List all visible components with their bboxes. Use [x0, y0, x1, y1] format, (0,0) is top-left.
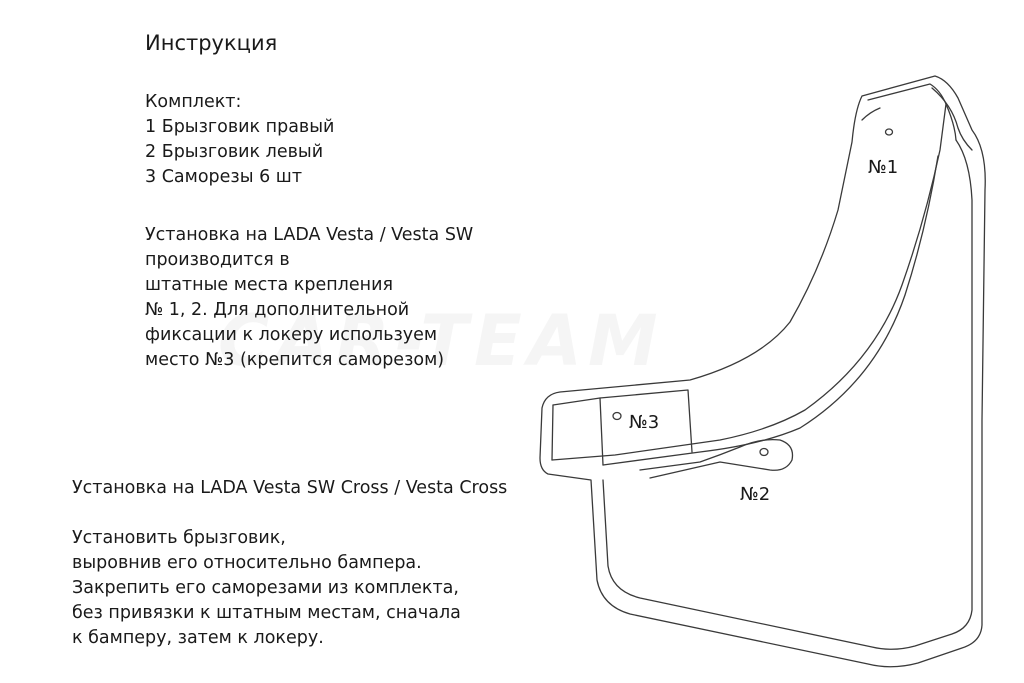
mount-hole-3 — [612, 411, 622, 421]
bracket-edge — [931, 87, 973, 151]
bracket-edge — [861, 107, 881, 121]
bracket-edge — [551, 83, 947, 461]
mount-point-3-label: №3 — [629, 412, 660, 433]
flange-edge — [551, 404, 554, 461]
cross-line: Закрепить его саморезами из комплекта, — [72, 578, 459, 598]
vesta-line: место №3 (крепится саморезом) — [145, 350, 445, 370]
vesta-line: № 1, 2. Для дополнительной — [145, 300, 410, 320]
watermark: CAR-TEAM — [218, 300, 664, 382]
cross-heading: Установка на LADA Vesta SW Cross / Vesta… — [72, 478, 508, 498]
vesta-install-section: Установка на LADA Vesta / Vesta SW произ… — [145, 223, 473, 373]
vesta-line: производится в — [145, 250, 290, 270]
panel-edge — [602, 139, 973, 650]
kit-heading: Комплект: — [145, 92, 242, 112]
flange-edge — [599, 397, 604, 466]
kit-section: Комплект: 1 Брызговик правый 2 Брызговик… — [145, 90, 334, 190]
page-title: Инструкция — [145, 31, 278, 55]
cross-line: без привязки к штатным местам, сначала — [72, 603, 461, 623]
cross-line: Установить брызговик, — [72, 528, 286, 548]
mudflap-outline — [539, 75, 986, 668]
vesta-line: Установка на LADA Vesta / Vesta SW — [145, 225, 474, 245]
cross-line: выровнив его относительно бампера. — [72, 553, 422, 573]
cross-install-section: Установить брызговик, выровнив его относ… — [72, 526, 461, 651]
flange-edge — [552, 389, 693, 453]
mount-point-2-label: №2 — [740, 484, 771, 505]
vesta-line: штатные места крепления — [145, 275, 393, 295]
vesta-line: фиксации к локеру используем — [145, 325, 438, 345]
mount-hole-2 — [759, 447, 769, 457]
mount-point-1-label: №1 — [868, 157, 899, 178]
mount-hole-1 — [884, 128, 894, 136]
kit-item: 2 Брызговик левый — [145, 142, 324, 162]
kit-item: 3 Саморезы 6 шт — [145, 167, 303, 187]
bracket-edge — [945, 103, 957, 141]
cross-line: к бамперу, затем к локеру. — [72, 628, 324, 648]
bracket-edge — [639, 439, 794, 479]
kit-item: 1 Брызговик правый — [145, 117, 335, 137]
